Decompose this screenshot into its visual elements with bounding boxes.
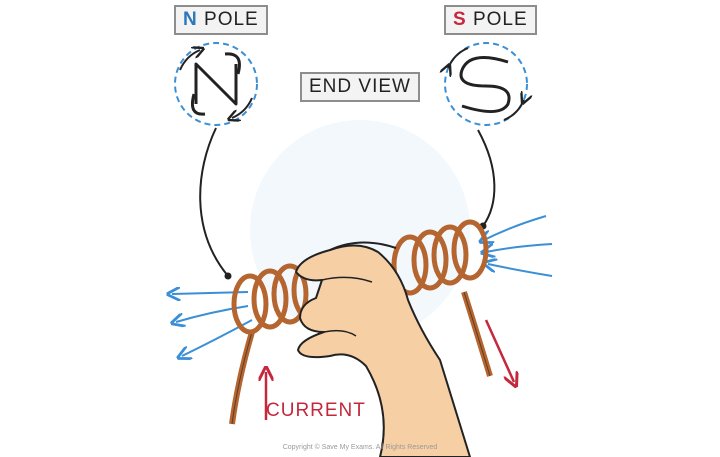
n-pole-connector — [199, 127, 229, 277]
right-hand — [295, 241, 471, 457]
copyright-text: Copyright © Save My Exams. All Rights Re… — [282, 444, 438, 451]
clockwise-arrow-icon — [503, 100, 524, 121]
s-pole-connector — [477, 129, 496, 227]
n-pole-word: POLE — [204, 9, 259, 30]
s-pole-label: S POLE — [444, 5, 537, 35]
coil-lead-left — [229, 331, 255, 425]
field-lines-right — [484, 215, 553, 277]
s-pole-letter: S — [453, 9, 467, 30]
n-pole-label: N POLE — [174, 5, 268, 35]
current-arrow-down — [484, 319, 514, 382]
end-view-label: END VIEW — [300, 72, 420, 102]
n-pole-letter: N — [183, 9, 198, 30]
clockwise-arrow-icon — [448, 47, 469, 68]
n-pole-end-view — [174, 42, 258, 126]
anticlockwise-arrow-icon — [179, 50, 200, 71]
current-label: CURRENT — [266, 400, 366, 421]
s-pole-word: POLE — [472, 9, 528, 30]
s-pole-end-view — [445, 42, 527, 126]
anticlockwise-arrow-icon — [232, 97, 253, 118]
